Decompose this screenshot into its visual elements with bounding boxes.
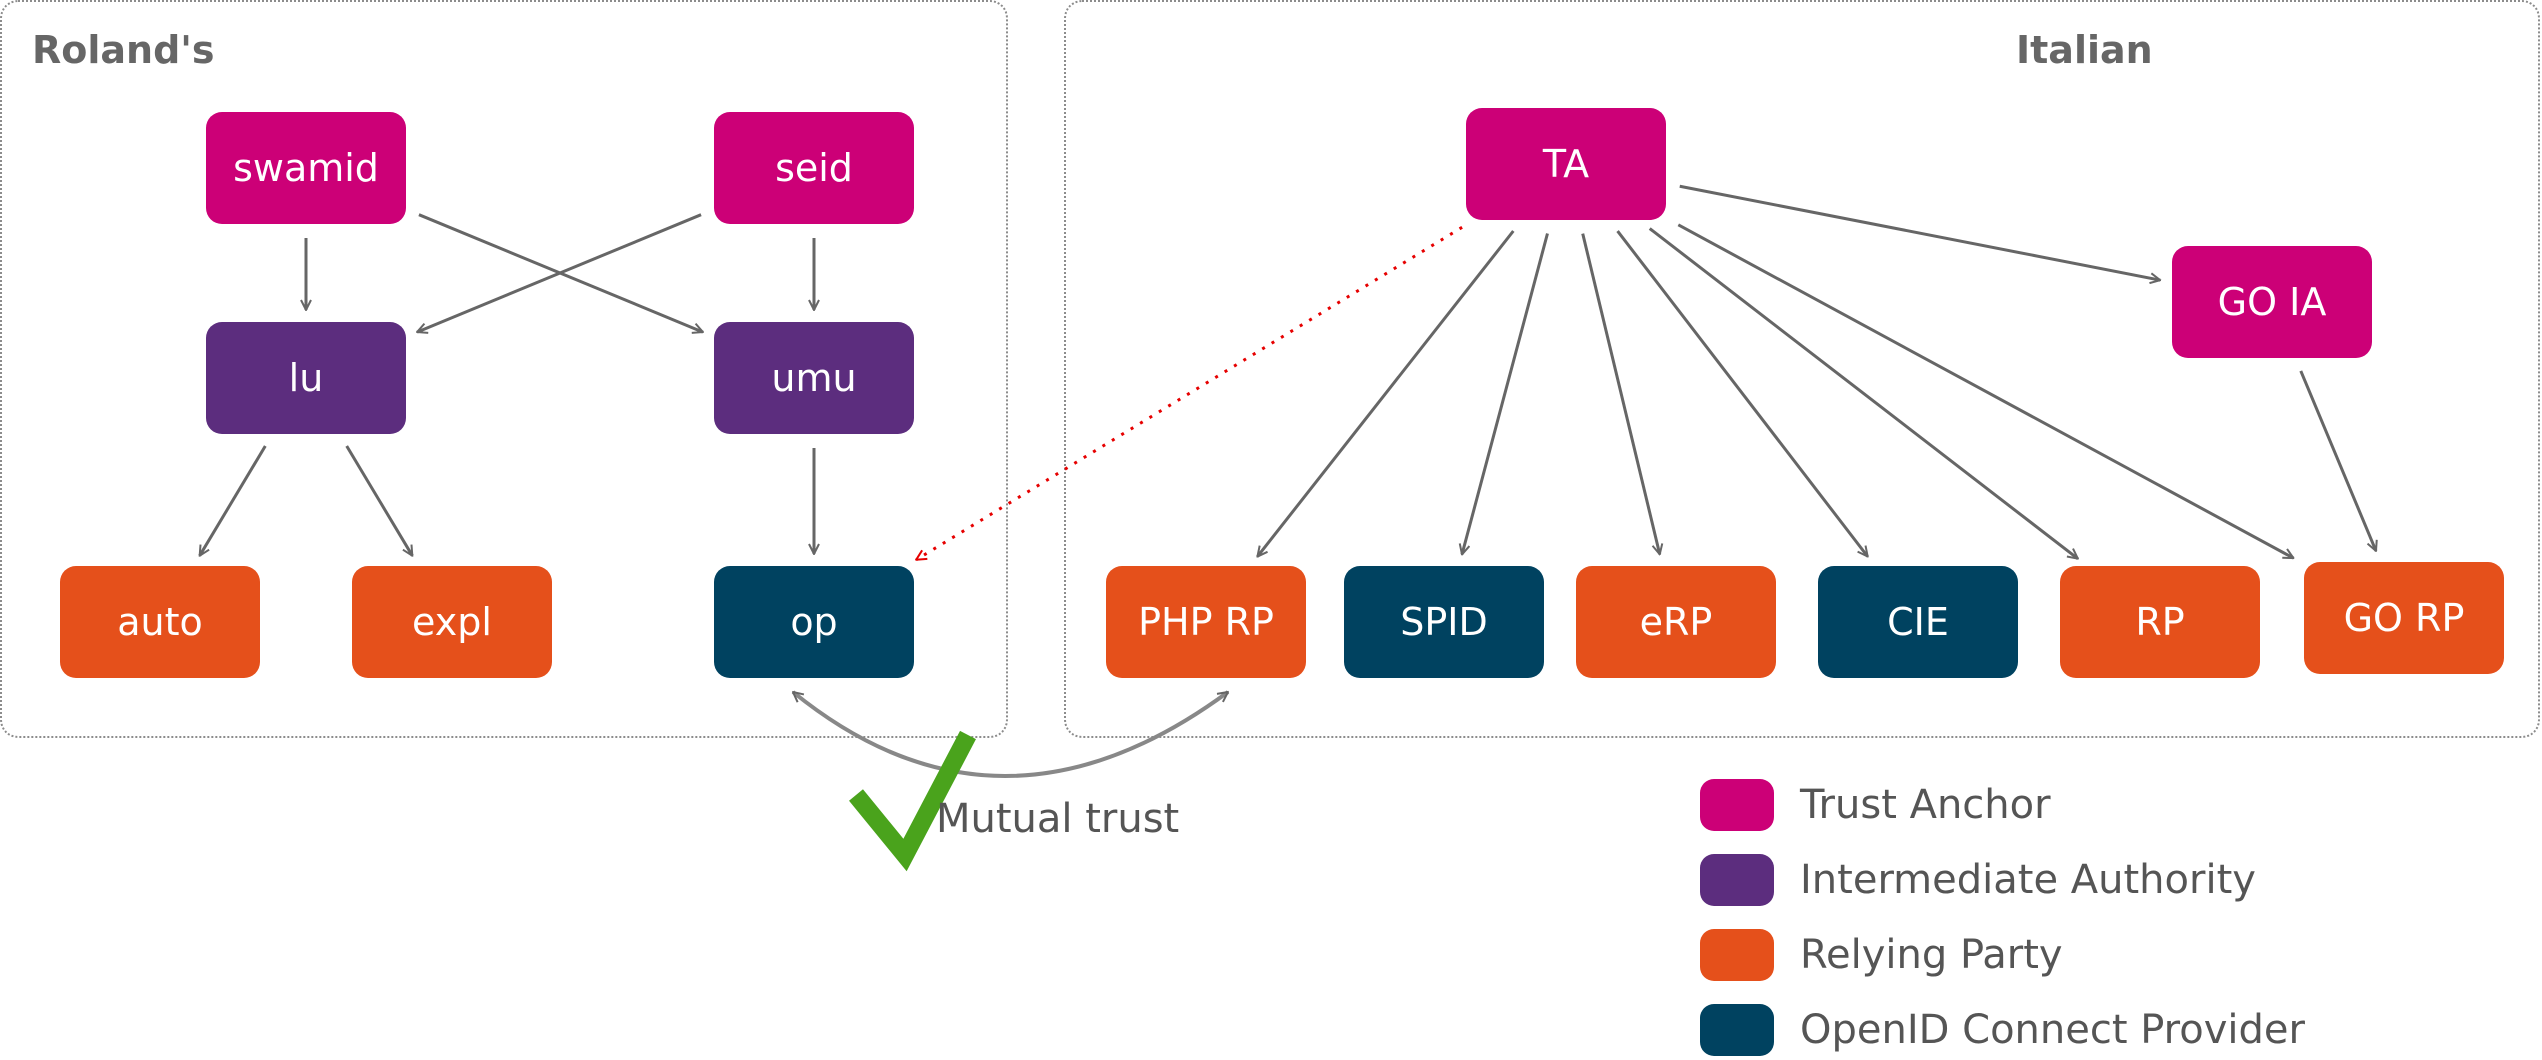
edge-ta-to-rp — [1648, 227, 2078, 559]
mutual-trust-label: Mutual trust — [936, 796, 1180, 842]
legend-item: Relying Party — [1700, 928, 2063, 982]
legend-item: Trust Anchor — [1700, 778, 2051, 832]
node-php-rp: PHP RP — [1106, 566, 1306, 678]
legend-swatch-intermediate-authority — [1700, 854, 1774, 906]
node-swamid: swamid — [206, 112, 406, 224]
edge-go_ia-to-go_rp — [2299, 370, 2376, 551]
node-go-ia: GO IA — [2172, 246, 2372, 358]
node-umu: umu — [714, 322, 914, 434]
legend-label: Relying Party — [1800, 932, 2063, 978]
legend-swatch-openid-connect-provider — [1700, 1004, 1774, 1056]
edge-ta-to-go_rp — [1677, 223, 2293, 560]
mutual-trust-arc — [793, 690, 1228, 778]
node-op: op — [714, 566, 914, 678]
legend-label: Intermediate Authority — [1800, 857, 2256, 903]
group-italian — [1064, 0, 2540, 738]
edge-ta-to-erp — [1581, 233, 1660, 555]
group-rolands — [0, 0, 1008, 738]
node-ta: TA — [1466, 108, 1666, 220]
node-expl: expl — [352, 566, 552, 678]
edge-ta-to-go_ia — [1679, 184, 2160, 280]
edge-ta-to-php_rp — [1257, 230, 1515, 557]
legend-swatch-trust-anchor — [1700, 779, 1774, 831]
node-seid: seid — [714, 112, 914, 224]
legend-item: OpenID Connect Provider — [1700, 1003, 2305, 1057]
node-erp: eRP — [1576, 566, 1776, 678]
group-title-italian: Italian — [2016, 28, 2153, 72]
legend-item: Intermediate Authority — [1700, 853, 2256, 907]
edge-ta-to-cie — [1616, 230, 1868, 556]
edge-lu-to-auto — [198, 445, 267, 556]
node-go-rp: GO RP — [2304, 562, 2504, 674]
node-lu: lu — [206, 322, 406, 434]
legend-swatch-relying-party — [1700, 929, 1774, 981]
node-cie: CIE — [1818, 566, 2018, 678]
edge-lu-to-expl — [345, 445, 414, 556]
edge-seid-to-lu — [417, 213, 702, 332]
node-auto: auto — [60, 566, 260, 678]
legend-label: OpenID Connect Provider — [1800, 1007, 2305, 1053]
legend-label: Trust Anchor — [1800, 782, 2051, 828]
node-rp: RP — [2060, 566, 2260, 678]
edge-ta-to-spid — [1462, 233, 1549, 555]
check-icon — [849, 730, 976, 872]
edge-ta-to-op — [916, 226, 1463, 562]
node-spid: SPID — [1344, 566, 1544, 678]
group-title-rolands: Roland's — [32, 28, 215, 72]
